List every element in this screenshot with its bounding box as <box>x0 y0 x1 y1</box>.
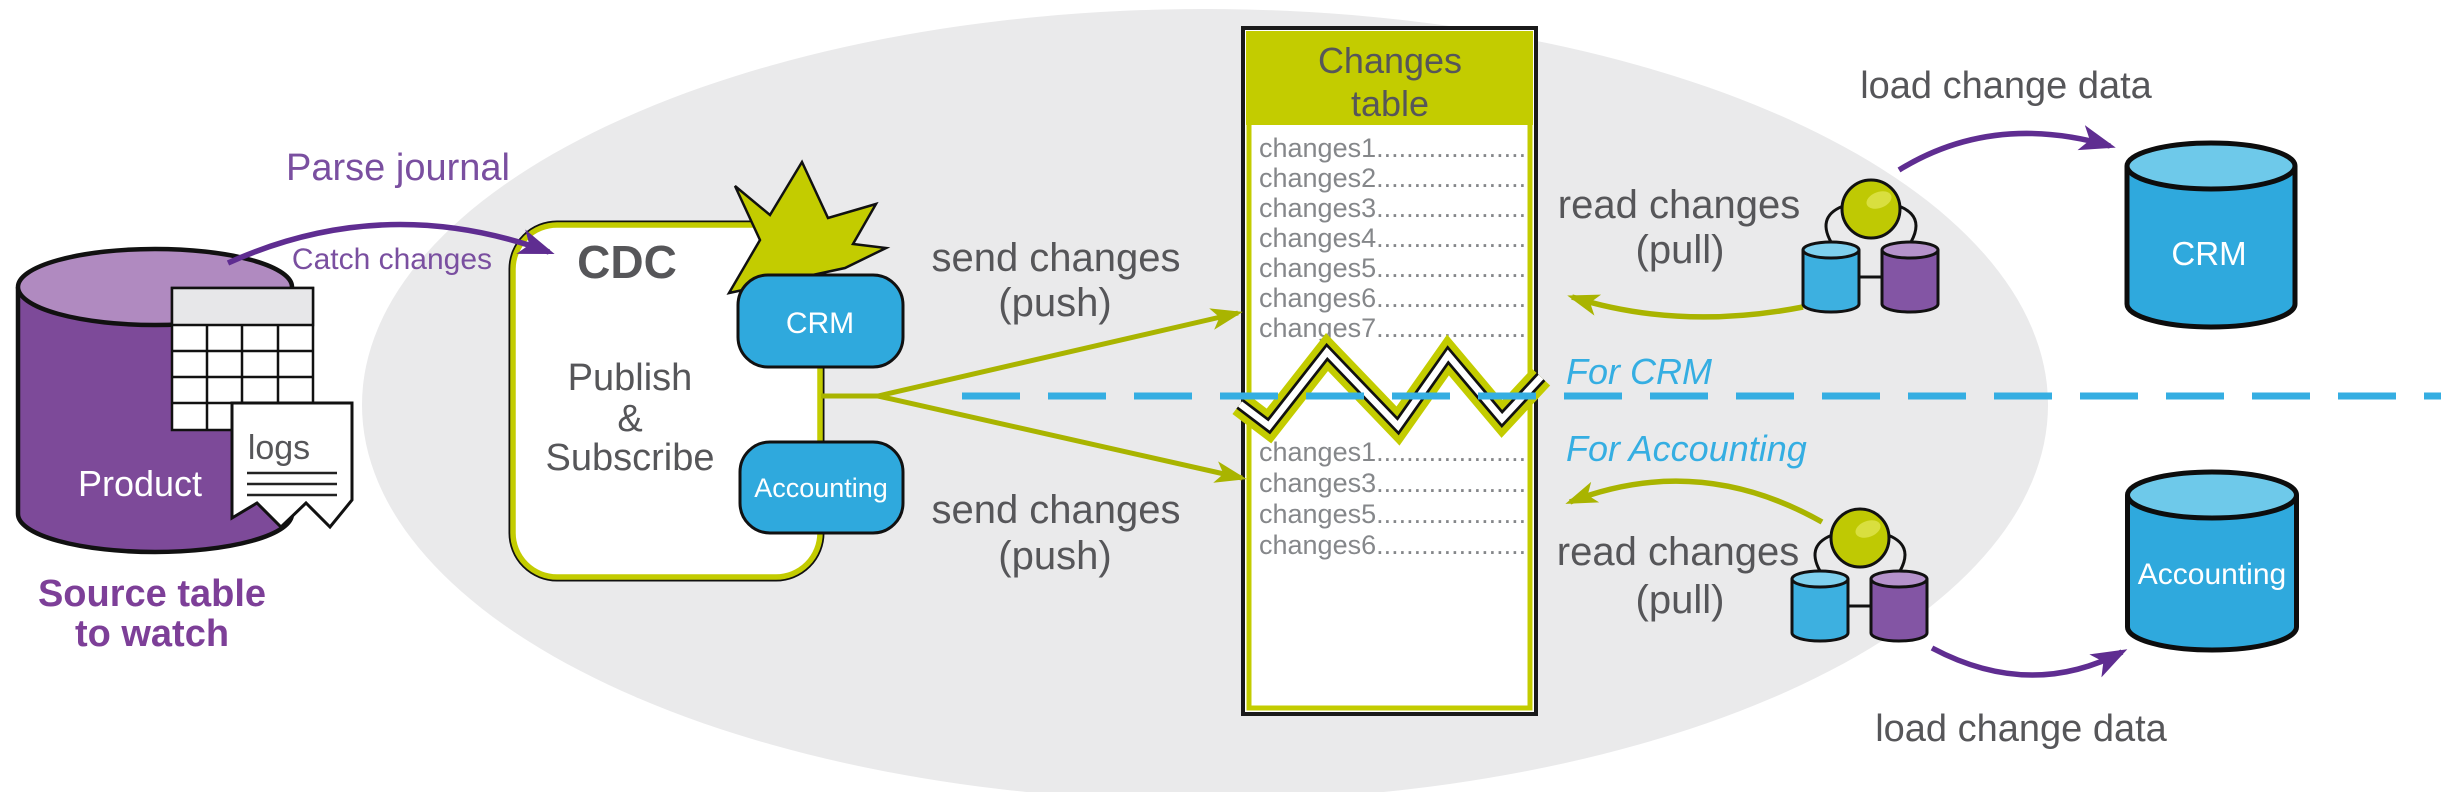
catch-changes-label: Catch changes <box>292 243 492 276</box>
table-row: changes5.................... <box>1259 253 1526 283</box>
send-changes-bottom-label: send changes <box>931 488 1180 532</box>
purple-db-icon <box>1869 579 1929 643</box>
table-row: changes7.................... <box>1259 313 1526 343</box>
cdc-subscribe-label: Subscribe <box>546 437 715 479</box>
read-pull-arrow-top <box>1567 294 1804 320</box>
table-row: changes1.................... <box>1259 133 1526 163</box>
table-row: changes2.................... <box>1259 163 1526 193</box>
changes-table-border <box>1241 26 1538 716</box>
changes-table: Changes table changes1..................… <box>1241 26 1538 716</box>
process-sphere-icon <box>1840 178 1902 240</box>
table-row: changes1.................... <box>1259 437 1526 467</box>
logs-document-icon: logs <box>230 401 354 530</box>
for-crm-label: For CRM <box>1566 351 1712 392</box>
cdc-accounting-chip <box>738 440 905 535</box>
sphere-highlight <box>1855 520 1881 538</box>
crm-database: CRM <box>2124 140 2298 330</box>
purple-db-icon <box>1880 250 1940 314</box>
blue-db-icon <box>1801 250 1861 314</box>
read-pull-arrow-bottom <box>1565 478 1824 525</box>
cdc-accounting-chip-label: Accounting <box>754 473 888 503</box>
cdc-title: CDC <box>577 236 677 288</box>
load-arrow-top <box>1897 125 2116 173</box>
read-pull-bottom-label: (pull) <box>1636 578 1725 622</box>
source-caption-line2: to watch <box>75 613 229 655</box>
source-cylinder-label: Product <box>78 463 202 504</box>
read-changes-top-label: read changes <box>1558 183 1800 227</box>
sphere-highlight <box>1866 191 1892 209</box>
table-row: changes3.................... <box>1259 468 1526 498</box>
table-row: changes4.................... <box>1259 223 1526 253</box>
load-change-data-top-label: load change data <box>1860 65 2152 107</box>
star-burst-shape <box>726 159 891 295</box>
table-row: changes6.................... <box>1259 530 1526 560</box>
send-push-bottom-label: (push) <box>998 534 1111 578</box>
cdc-publish-label: Publish <box>568 357 693 399</box>
parse-journal-label: Parse journal <box>286 147 510 189</box>
cdc-crm-chip <box>736 273 905 369</box>
send-push-arrow-bottom <box>877 393 1247 483</box>
table-row: changes3.................... <box>1259 193 1526 223</box>
crm-database-label: CRM <box>2171 235 2246 272</box>
crm-subscriber-icon <box>1801 178 1940 314</box>
table-row: changes5.................... <box>1259 499 1526 529</box>
cdc-crm-chip-label: CRM <box>786 307 854 340</box>
send-push-arrow-top <box>877 308 1243 399</box>
cdc-ampersand-label: & <box>617 398 642 440</box>
read-changes-bottom-label: read changes <box>1557 530 1799 574</box>
source-table-group: Product logs Source table to watch <box>15 246 354 655</box>
parse-journal-arrow <box>226 221 555 266</box>
send-changes-top-label: send changes <box>931 236 1180 280</box>
load-change-data-bottom-label: load change data <box>1875 708 2167 750</box>
logs-label: logs <box>248 429 310 467</box>
table-row: changes6.................... <box>1259 283 1526 313</box>
table-tear-zigzag <box>1232 332 1551 446</box>
process-sphere-icon <box>1829 507 1891 569</box>
changes-table-title-line1: Changes <box>1318 40 1462 81</box>
changes-table-title-line2: table <box>1351 83 1429 124</box>
load-arrow-bottom <box>1930 645 2128 678</box>
send-push-arrows <box>821 308 1247 483</box>
accounting-subscriber-icon <box>1790 507 1929 643</box>
blue-db-icon <box>1790 579 1850 643</box>
source-caption-line1: Source table <box>38 573 266 615</box>
read-pull-top-label: (pull) <box>1636 228 1725 272</box>
accounting-database-label: Accounting <box>2138 558 2286 591</box>
for-accounting-label: For Accounting <box>1566 428 1807 469</box>
accounting-database: Accounting <box>2125 469 2299 653</box>
send-push-top-label: (push) <box>998 281 1111 325</box>
changes-table-header <box>1246 31 1533 125</box>
